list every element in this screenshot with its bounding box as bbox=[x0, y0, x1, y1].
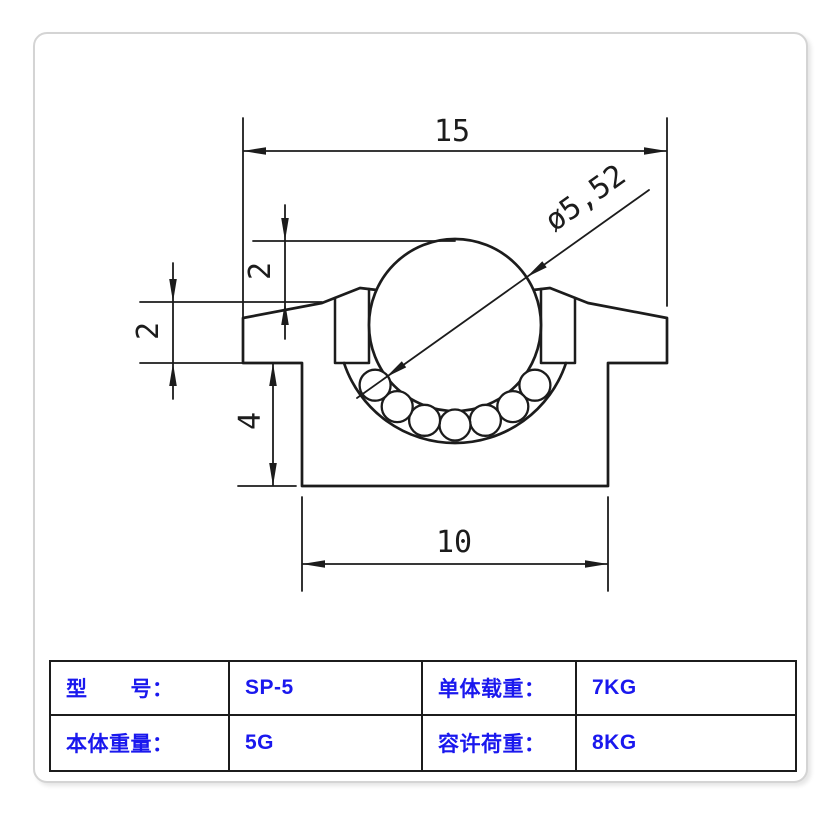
bearing-balls bbox=[358, 368, 552, 442]
right-retainer bbox=[539, 287, 577, 365]
dim-label-width-top: 15 bbox=[434, 114, 470, 149]
bearing-ball bbox=[496, 389, 530, 424]
bearing-ball bbox=[468, 403, 503, 437]
dim-label-ball-diameter: ø5,52 bbox=[539, 158, 633, 239]
dim-15-lines bbox=[242, 117, 668, 318]
spec-table: 型 号： SP-5 单体载重： 7KG 本体重量： 5G 容许荷重： 8KG bbox=[49, 660, 797, 772]
spec-value-model: SP-5 bbox=[230, 662, 423, 716]
dim-diameter-leader bbox=[356, 189, 650, 399]
spec-value-body-weight: 5G bbox=[230, 716, 423, 770]
dim-label-ball-protrusion: 2 bbox=[243, 262, 278, 280]
dim-label-flange-height: 2 bbox=[131, 322, 166, 340]
dim-label-body-depth: 4 bbox=[233, 412, 268, 430]
spec-label-unit-load: 单体载重： bbox=[423, 662, 577, 716]
ball-cup-arc bbox=[342, 361, 568, 445]
bearing-ball bbox=[407, 403, 442, 437]
spec-label-body-weight: 本体重量： bbox=[51, 716, 230, 770]
bearing-ball bbox=[438, 408, 472, 442]
main-ball bbox=[367, 237, 543, 413]
bearing-ball bbox=[518, 368, 552, 402]
spec-value-allowable-load: 8KG bbox=[592, 731, 637, 754]
spec-label-allowable-load: 容许荷重： bbox=[423, 716, 577, 770]
dimension-arrowheads bbox=[169, 147, 667, 568]
dim-10-lines bbox=[301, 496, 609, 592]
housing-outline bbox=[241, 286, 669, 488]
dim-label-width-bottom: 10 bbox=[436, 525, 472, 560]
spec-value-unit-load: 7KG bbox=[577, 662, 795, 716]
spec-label-model: 型 号： bbox=[51, 662, 230, 716]
left-retainer bbox=[333, 287, 371, 365]
bearing-ball bbox=[380, 389, 414, 424]
